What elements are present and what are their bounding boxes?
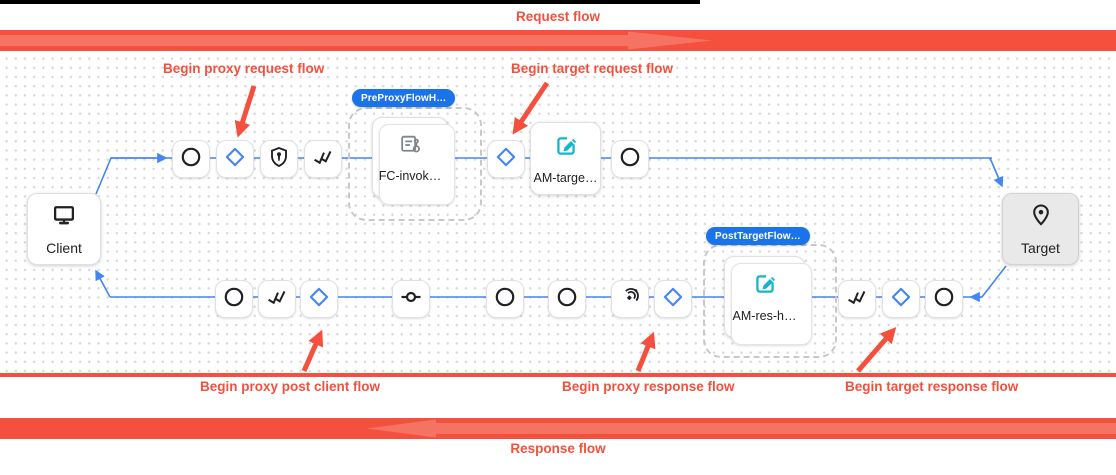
circle-icon <box>555 285 579 314</box>
request-flow-banner-label: Request flow <box>515 9 600 24</box>
fc-invoke-policy-card[interactable]: FC-invok… <box>372 117 455 205</box>
step-double-check-2[interactable] <box>258 280 296 318</box>
step-circle-5[interactable] <box>548 280 586 318</box>
request-flow-bar <box>0 30 1116 51</box>
step-circle-4[interactable] <box>486 280 524 318</box>
flow-callout-icon <box>398 132 423 162</box>
step-signal[interactable] <box>611 280 649 318</box>
shield-key-icon <box>267 145 291 174</box>
double-check-icon <box>311 145 335 174</box>
signal-waves-icon <box>618 284 642 314</box>
response-flow-arrow <box>366 419 1116 438</box>
connector-icon <box>399 285 423 314</box>
canvas-bottom-divider <box>0 373 1116 377</box>
diamond-icon <box>307 285 331 314</box>
circle-icon <box>932 285 956 314</box>
step-diamond-target-response[interactable] <box>882 280 920 318</box>
target-node-label: Target <box>1021 240 1060 256</box>
step-circle-2[interactable] <box>611 140 649 178</box>
step-diamond-proxy-request[interactable] <box>216 140 254 178</box>
step-double-check-3[interactable] <box>838 280 876 318</box>
step-circle-1[interactable] <box>172 140 210 178</box>
step-double-check-1[interactable] <box>304 140 342 178</box>
circle-icon <box>222 285 246 314</box>
request-flow-arrow <box>0 31 712 50</box>
am-response-policy-card[interactable]: AM-res-h… <box>724 256 812 345</box>
circle-icon <box>493 285 517 314</box>
am-target-policy-label: AM-targe… <box>533 170 598 185</box>
screenshot-edge-artifact <box>0 0 700 4</box>
circle-icon <box>618 145 642 174</box>
response-flow-bar <box>0 418 1116 439</box>
post-target-flow-hook-group <box>703 244 837 358</box>
step-diamond-target-request[interactable] <box>487 140 525 178</box>
annotation-proxy-response: Begin proxy response flow <box>562 379 735 394</box>
diamond-icon <box>661 285 685 314</box>
edit-icon <box>752 271 778 302</box>
annotation-target-request: Begin target request flow <box>511 61 674 76</box>
annotation-target-response: Begin target response flow <box>845 379 1019 394</box>
target-node[interactable]: Target <box>1002 193 1079 265</box>
client-node[interactable]: Client <box>27 193 101 265</box>
am-target-policy-card[interactable]: AM-targe… <box>530 122 601 195</box>
monitor-icon <box>51 202 77 233</box>
step-shield[interactable] <box>260 140 298 178</box>
circle-icon <box>179 145 203 174</box>
step-connector[interactable] <box>392 280 430 318</box>
pre-proxy-flow-hook-badge[interactable]: PreProxyFlowH… <box>352 89 456 107</box>
step-circle-6[interactable] <box>925 280 963 318</box>
map-pin-icon <box>1028 202 1054 233</box>
edit-icon <box>553 133 579 164</box>
post-target-flow-hook-badge[interactable]: PostTargetFlow… <box>706 227 810 245</box>
annotation-proxy-request: Begin proxy request flow <box>163 61 325 76</box>
double-check-icon <box>265 285 289 314</box>
annotation-proxy-post-client: Begin proxy post client flow <box>200 379 381 394</box>
pre-proxy-flow-hook-group <box>348 107 482 221</box>
step-diamond-post-client[interactable] <box>300 280 338 318</box>
diamond-icon <box>223 145 247 174</box>
diamond-icon <box>494 145 518 174</box>
diamond-icon <box>889 285 913 314</box>
client-node-label: Client <box>46 240 82 256</box>
step-circle-3[interactable] <box>215 280 253 318</box>
response-flow-banner-label: Response flow <box>510 441 606 456</box>
step-diamond-proxy-response[interactable] <box>654 280 692 318</box>
am-response-policy-label: AM-res-h… <box>732 309 797 323</box>
double-check-icon <box>845 285 869 314</box>
flow-canvas <box>0 52 1116 375</box>
fc-invoke-policy-label: FC-invok… <box>378 169 442 183</box>
